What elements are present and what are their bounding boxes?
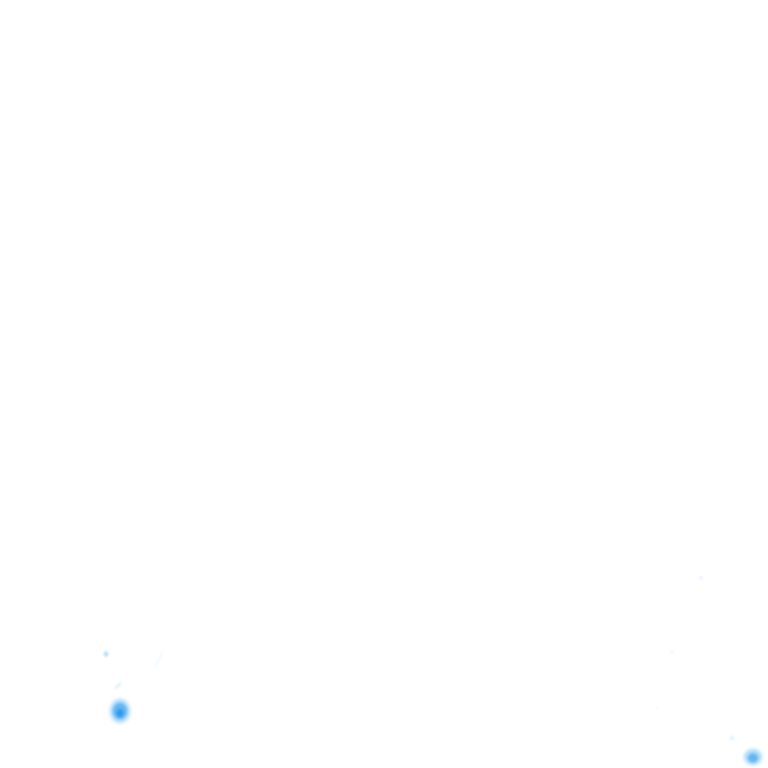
radar-echo <box>113 682 121 689</box>
radar-cell-cluster-left <box>103 648 165 723</box>
radar-echo <box>103 651 109 657</box>
radar-echo <box>155 648 165 666</box>
radar-echo <box>730 736 734 740</box>
radar-echo <box>656 706 658 708</box>
radar-cell-cluster-right <box>656 576 762 765</box>
radar-echo <box>699 576 703 580</box>
radar-echo <box>116 709 124 717</box>
radar-echo <box>670 651 674 653</box>
radar-echo <box>748 753 758 763</box>
